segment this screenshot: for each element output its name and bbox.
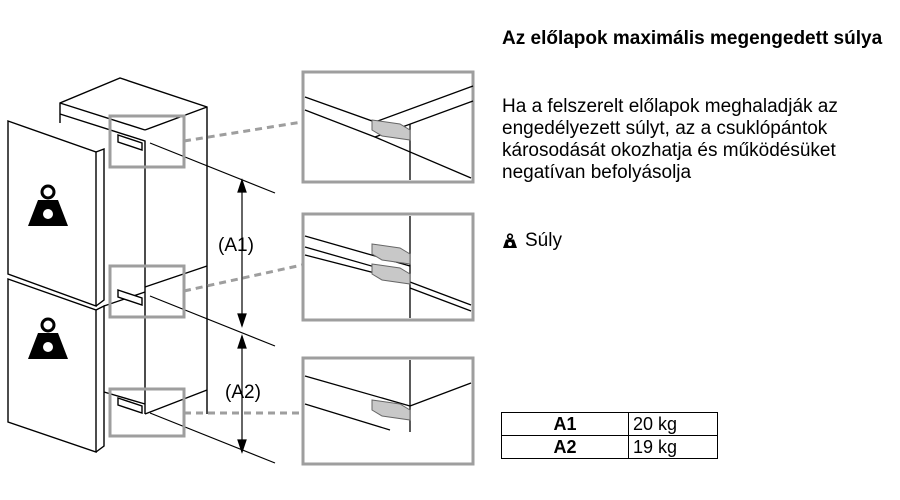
table-cell-key: A1 bbox=[501, 412, 629, 436]
detail-view-top bbox=[301, 70, 475, 184]
detail-connectors bbox=[183, 120, 303, 415]
highlight-boxes bbox=[108, 114, 186, 438]
table-row: A2 19 kg bbox=[501, 435, 718, 459]
weight-icon bbox=[503, 233, 517, 248]
legend-label: Súly bbox=[525, 230, 562, 251]
fridge-hinge-diagram: (A1) (A2) bbox=[7, 70, 475, 466]
table-cell-key: A2 bbox=[501, 435, 629, 459]
warning-description: Ha a felszerelt előlapok meghaladják az … bbox=[502, 96, 838, 183]
dimension-label-a1: (A1) bbox=[218, 235, 254, 256]
dimension-label-a2: (A2) bbox=[225, 382, 261, 403]
weight-legend: Súly bbox=[503, 230, 562, 252]
weight-table: A1 20 kg A2 19 kg bbox=[501, 412, 718, 459]
hinge-bottom bbox=[117, 397, 143, 414]
hinge-middle bbox=[117, 289, 143, 306]
fridge-cabinet bbox=[59, 77, 208, 415]
weight-icon bbox=[28, 184, 68, 226]
table-row: A1 20 kg bbox=[501, 412, 718, 436]
table-cell-value: 19 kg bbox=[628, 435, 718, 459]
lower-door-panel bbox=[7, 278, 146, 453]
dimension-lines bbox=[149, 142, 276, 464]
section-heading: Az előlapok maximális megengedett súlya bbox=[502, 28, 883, 49]
weight-icon bbox=[28, 317, 68, 359]
table-cell-value: 20 kg bbox=[628, 412, 718, 436]
detail-view-bottom bbox=[301, 356, 475, 466]
hinge-top bbox=[117, 134, 143, 151]
detail-view-middle bbox=[301, 212, 475, 322]
